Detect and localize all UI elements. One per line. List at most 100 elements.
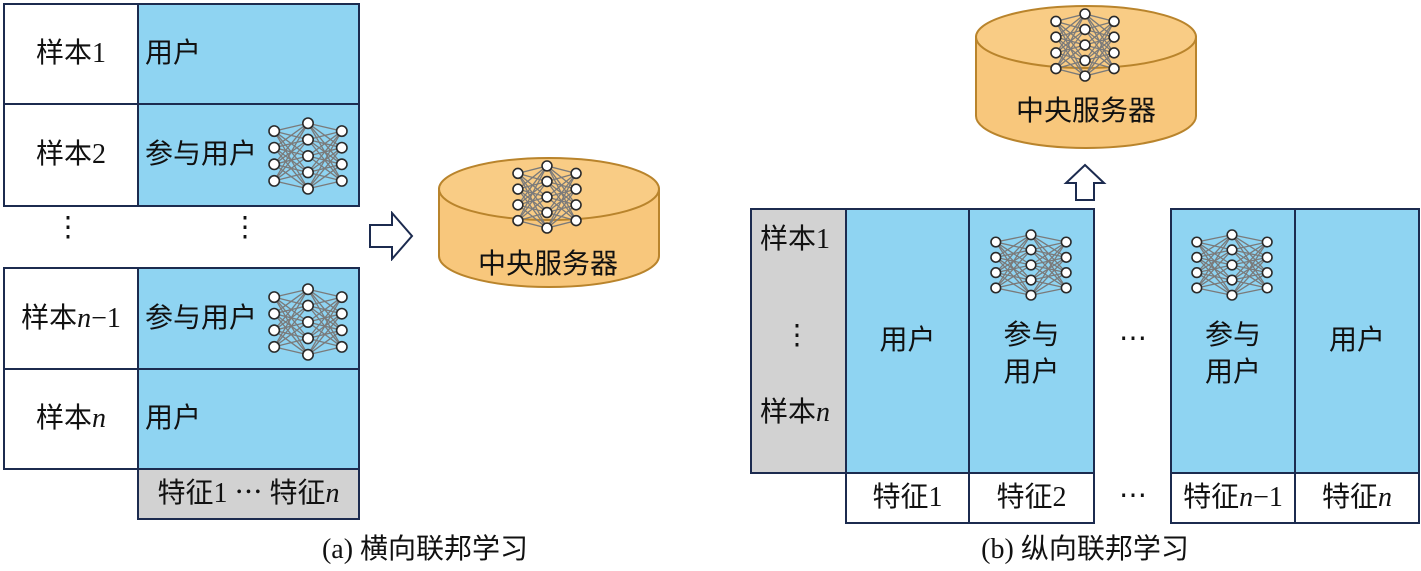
participant-user-cell-n-minus-1: 参与用户 [137,267,360,370]
user-label-line-1: 参与 [1204,320,1261,351]
nn-node [335,141,348,154]
nn-edge [1196,234,1233,289]
nn-node [1060,282,1072,294]
neural-network-icon [268,283,348,361]
sample-label: 样本2 [35,139,106,170]
feature-cell-n: 特征n [1294,472,1420,524]
nn-node [268,125,281,138]
nn-node [570,183,582,195]
nn-edge [517,165,548,221]
nn-node [268,324,281,337]
feature-cell-2: 特征2 [968,472,1095,524]
neural-network-icon [990,229,1072,301]
nn-edge [1231,241,1268,281]
nn-node [268,307,281,320]
nn-edge [1196,249,1233,289]
nn-node [1191,282,1203,294]
neural-network-icon [512,160,582,234]
nn-edge [546,172,577,198]
nn-node [335,158,348,171]
feature-label: 特征n−1 [1183,482,1283,513]
caption-a: (a) 横向联邦学习 [321,534,529,565]
nn-edge [1030,241,1067,296]
nn-edge [273,155,309,182]
nn-edge [995,234,1032,258]
nn-node [1226,259,1238,271]
nn-node [301,283,314,296]
nn-edge [1030,241,1067,251]
nn-edge [1231,256,1268,296]
nn-edge [1231,234,1268,243]
sample-label: 样本1 [35,38,106,69]
neural-network-icon [268,117,348,195]
nn-node [1079,54,1091,67]
nn-node [512,183,524,195]
nn-node [301,348,314,361]
neural-network-graphic [1191,229,1273,301]
nn-edge [546,173,577,213]
nn-node [990,267,1002,279]
nn-edge [307,313,343,356]
nn-node [1060,236,1072,248]
nn-node [1060,251,1072,263]
vertical-ellipsis: ⋮ [783,320,811,351]
sample-cell-n: 样本n [3,368,139,470]
nn-node [301,166,314,179]
nn-node [301,149,314,162]
nn-node [1025,259,1037,271]
nn-edge [307,147,343,190]
nn-edge [1030,272,1067,296]
nn-node [1108,47,1120,59]
nn-edge [995,234,1032,274]
nn-edge [546,204,577,229]
cylinder-server-icon [438,157,660,288]
nn-edge [1030,241,1067,281]
sample-label: 样本n−1 [21,302,121,334]
nn-node [301,182,314,195]
nn-edge [1030,234,1067,243]
nn-edge [273,122,309,165]
nn-node [335,324,348,337]
neural-network-icon [1050,8,1120,82]
nn-node [301,299,314,312]
nn-node [512,214,524,227]
nn-edge [273,321,309,348]
nn-edge [517,196,548,222]
nn-edge [1231,241,1268,296]
user-label: 参与用户 [145,302,258,334]
nn-edge [1084,21,1115,77]
nn-node [1261,282,1273,294]
hollow-arrow-right-icon [369,211,414,261]
nn-edge [307,296,343,356]
sample-label-last: 样本n [760,397,831,428]
horizontal-ellipsis: ⋯ [1119,480,1147,511]
user-label: 用户 [1328,325,1385,356]
nn-node [1079,70,1091,82]
user-label: 用户 [145,403,202,434]
nn-node [570,199,582,211]
feature-cell-n-minus-1: 特征n−1 [1170,472,1296,524]
nn-edge [1231,241,1268,266]
nn-node [541,160,553,172]
nn-node [1226,244,1238,256]
sample-label-first: 样本1 [760,224,831,255]
vertical-ellipsis: ⋮ [54,212,82,243]
nn-edge [1055,13,1086,54]
nn-node [335,307,348,320]
nn-node [1226,274,1238,286]
nn-node [1226,289,1238,301]
nn-node [541,175,553,188]
cylinder-server-icon [975,5,1197,149]
central-server-label: 中央服务器 [1015,96,1156,127]
nn-node [1060,267,1072,279]
nn-edge [1196,287,1233,296]
nn-edge [1231,272,1268,296]
user-label-line-2: 用户 [1204,357,1261,388]
caption-b: (b) 纵向联邦学习 [981,534,1189,565]
nn-node [990,236,1002,248]
nn-edge [1196,234,1233,243]
nn-edge [273,305,309,348]
nn-edge [1231,287,1268,296]
nn-node [268,174,281,187]
nn-node [1079,8,1091,20]
